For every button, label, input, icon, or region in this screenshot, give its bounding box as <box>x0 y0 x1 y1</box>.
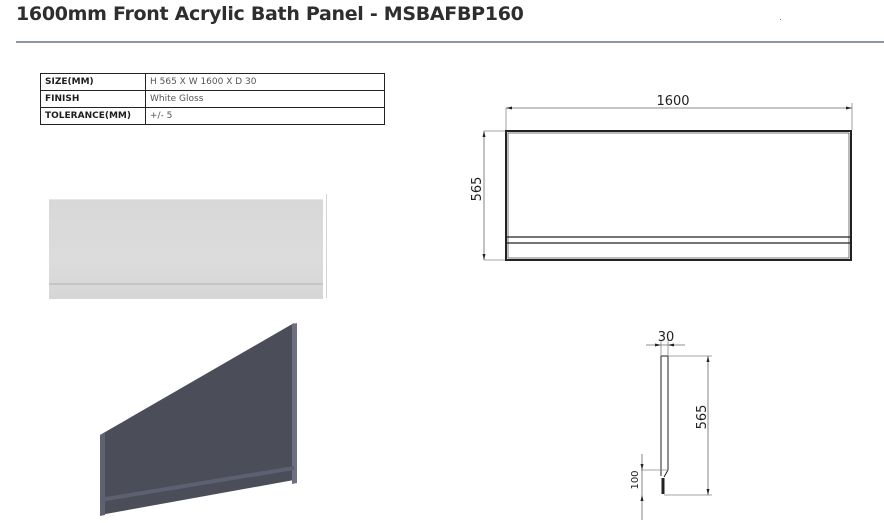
panel-lip <box>49 283 323 285</box>
stray-mark <box>780 19 781 20</box>
spec-value: +/- 5 <box>145 107 385 125</box>
side-height-dimension-label: 565 <box>695 405 710 430</box>
title-divider <box>16 41 884 43</box>
height-dimension-label: 565 <box>470 177 485 202</box>
front-panel-photo <box>49 194 327 299</box>
depth-dimension-label: 30 <box>658 330 675 345</box>
render-face <box>100 323 294 515</box>
panel-edge <box>326 194 327 298</box>
front-elevation-drawing <box>482 103 853 261</box>
width-dimension-label: 1600 <box>656 94 689 109</box>
spec-table: SIZE(MM) H 565 X W 1600 X D 30 FINISH Wh… <box>40 73 385 125</box>
side-elevation-drawing <box>640 340 712 520</box>
panel-3d-render <box>100 323 297 516</box>
spec-row-tolerance: TOLERANCE(MM) +/- 5 <box>40 107 385 125</box>
plinth-dimension-label: 100 <box>630 470 641 489</box>
page-title: 1600mm Front Acrylic Bath Panel - MSBAFB… <box>16 3 524 25</box>
spec-row-size: SIZE(MM) H 565 X W 1600 X D 30 <box>40 73 385 91</box>
